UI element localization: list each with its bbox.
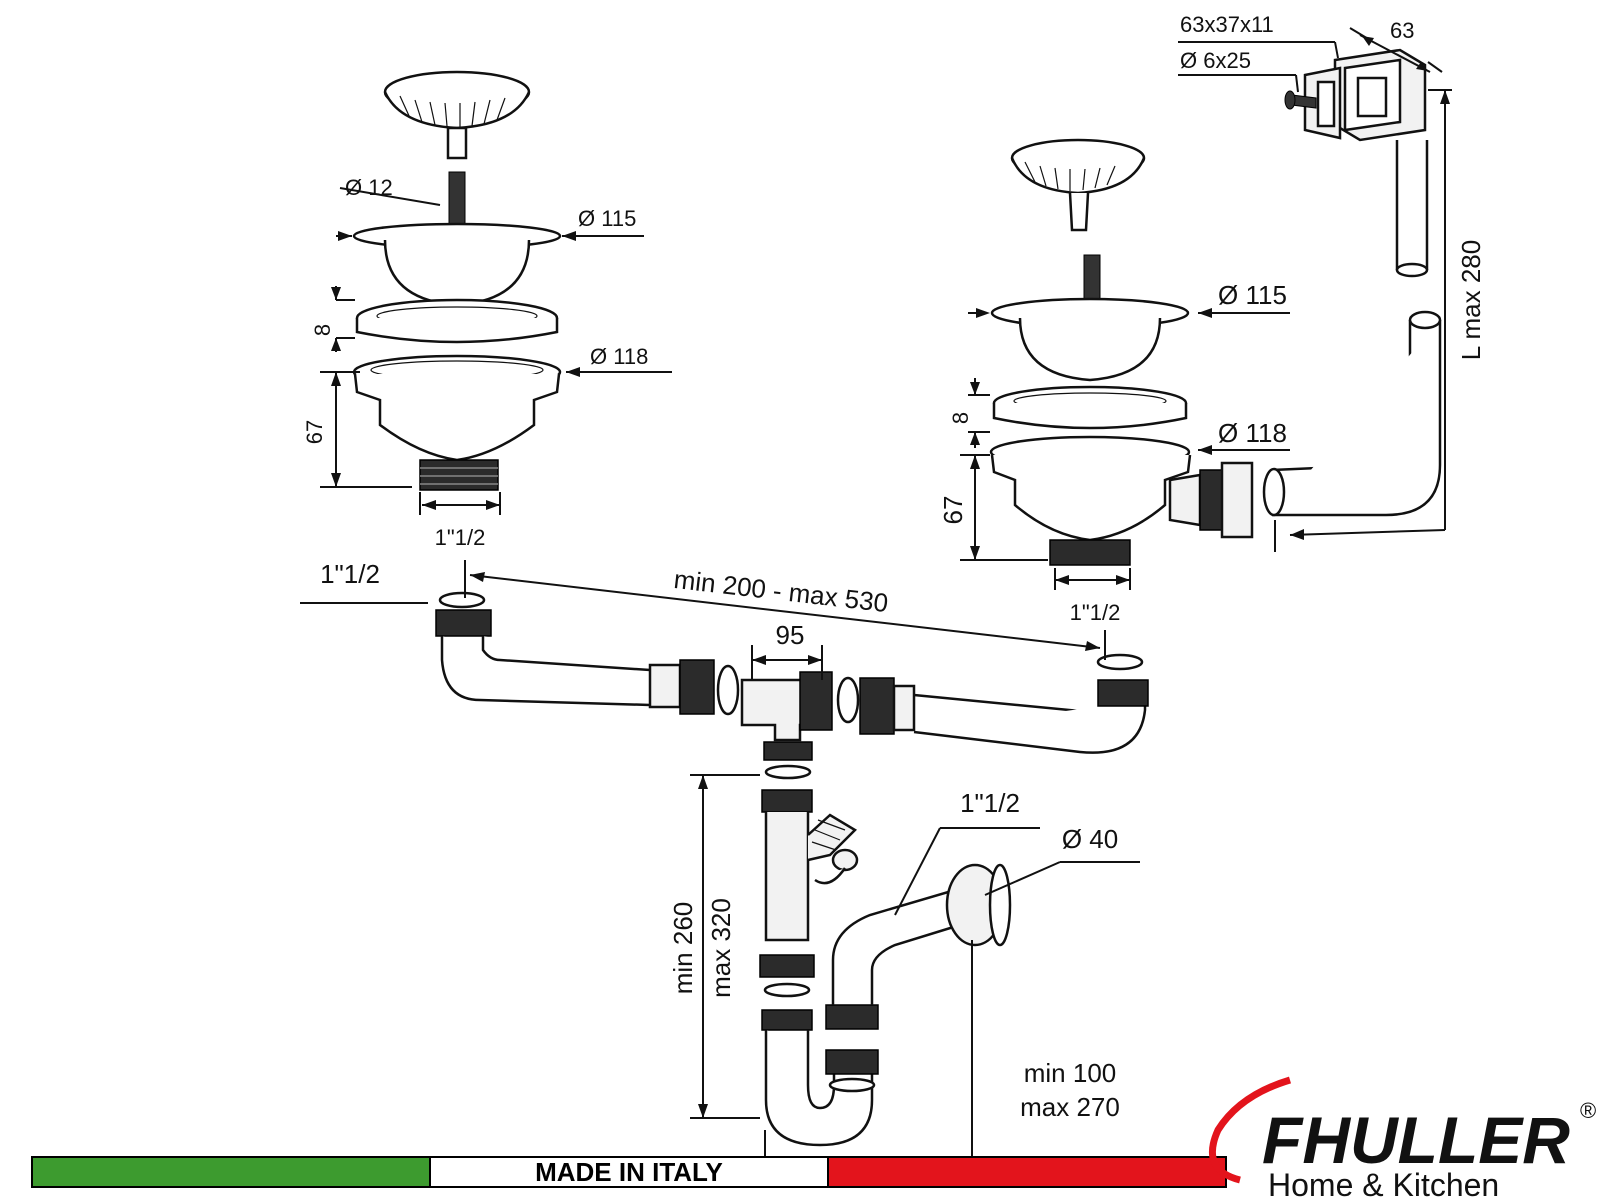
trap-assembly bbox=[759, 789, 1012, 1147]
offset-min-label: min 100 bbox=[1024, 1058, 1117, 1088]
overflow-plate-size-label: 63x37x11 bbox=[1180, 12, 1274, 37]
overflow-plate bbox=[1284, 48, 1427, 142]
offset-max-label: max 270 bbox=[1020, 1092, 1120, 1122]
left-thread-label: 1"1/2 bbox=[435, 525, 486, 550]
right-bowl bbox=[990, 297, 1190, 382]
left-screw-diameter-label: Ø 12 bbox=[345, 175, 393, 200]
left-basket bbox=[383, 70, 531, 160]
right-strainer-assembly: Ø 115 8 Ø 118 67 1"1/2 63x37x11 Ø 6x25 6… bbox=[938, 12, 1486, 625]
brand-registered-mark: ® bbox=[1580, 1098, 1596, 1123]
right-thread-label: 1"1/2 bbox=[1070, 600, 1121, 625]
flag-white-band bbox=[429, 1156, 829, 1188]
right-gasket-height-label: 8 bbox=[948, 412, 973, 424]
left-gasket-height-label: 8 bbox=[310, 324, 335, 336]
left-body-height-label: 67 bbox=[302, 420, 327, 444]
right-arrowheads bbox=[970, 36, 1450, 585]
right-basket bbox=[1010, 138, 1146, 232]
flag-green-band bbox=[31, 1156, 431, 1188]
trap-thread-label: 1"1/2 bbox=[960, 788, 1020, 818]
brand-name: FHULLER bbox=[1262, 1103, 1570, 1177]
tee-width-label: 95 bbox=[776, 620, 805, 650]
span-label: min 200 - max 530 bbox=[672, 564, 889, 618]
center-dimension-lines bbox=[300, 560, 1140, 1175]
left-bowl bbox=[352, 222, 562, 307]
left-gasket bbox=[355, 298, 559, 344]
overflow-length-label: L max 280 bbox=[1456, 240, 1486, 360]
left-strainer-assembly: Ø 12 Ø 115 8 Ø 118 67 1"1/2 bbox=[302, 70, 672, 550]
right-body bbox=[989, 435, 1254, 566]
left-arrowheads bbox=[331, 231, 580, 510]
left-body-diameter-label: Ø 118 bbox=[590, 344, 648, 369]
connecting-pipes bbox=[435, 591, 1149, 780]
height-min-label: min 260 bbox=[668, 902, 698, 995]
left-bowl-diameter-label: Ø 115 bbox=[578, 206, 636, 231]
height-max-label: max 320 bbox=[706, 898, 736, 998]
flag-red-band bbox=[827, 1156, 1227, 1188]
right-bowl-diameter-label: Ø 115 bbox=[1218, 280, 1287, 310]
overflow-width-label: 63 bbox=[1390, 18, 1414, 43]
trap-outlet-label: Ø 40 bbox=[1062, 824, 1118, 854]
made-in-italy-text: MADE IN ITALY bbox=[535, 1157, 723, 1187]
brand-tagline: Home & Kitchen bbox=[1268, 1167, 1499, 1200]
left-body bbox=[352, 354, 562, 491]
right-body-height-label: 67 bbox=[938, 496, 968, 525]
inlet-thread-label: 1"1/2 bbox=[320, 559, 380, 589]
overflow-screw-label: Ø 6x25 bbox=[1180, 48, 1251, 73]
brand-logo: FHULLER ® Home & Kitchen bbox=[1208, 1076, 1596, 1200]
made-in-italy-bar: MADE IN ITALY bbox=[31, 1156, 1227, 1188]
brand-swoosh-icon bbox=[1208, 1076, 1292, 1184]
right-body-diameter-label: Ø 118 bbox=[1218, 418, 1287, 448]
overflow-hose bbox=[1262, 140, 1442, 517]
right-gasket bbox=[992, 385, 1188, 430]
